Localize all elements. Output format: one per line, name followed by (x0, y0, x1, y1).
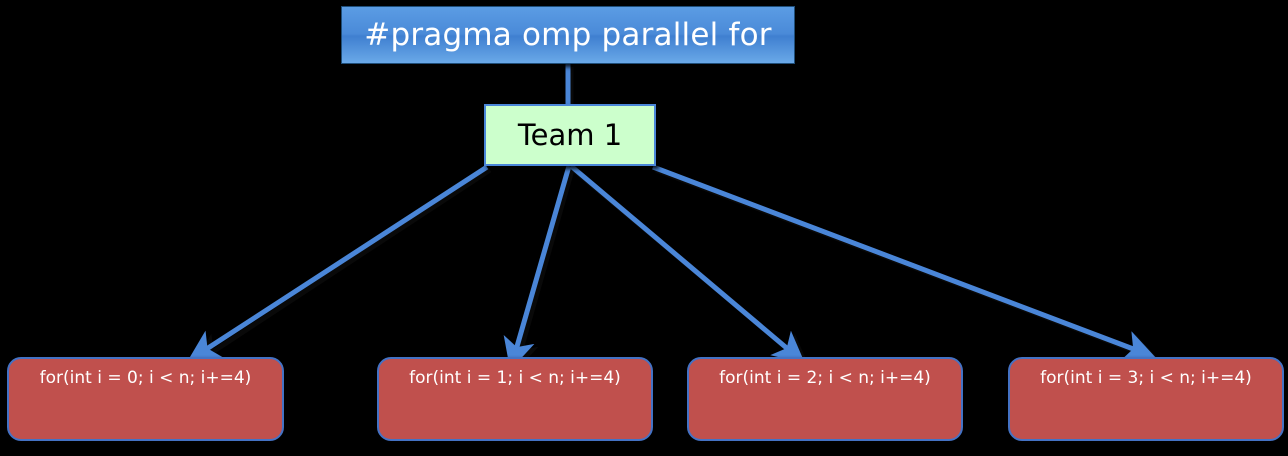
team-label: Team 1 (517, 117, 623, 152)
connector-team-to-loop-0 (187, 164, 489, 362)
loop-box-0: for(int i = 0; i < n; i+=4) (7, 357, 284, 441)
loop-box-label-1: for(int i = 1; i < n; i+=4) (409, 368, 621, 388)
pragma-directive-label: #pragma omp parallel for (364, 16, 772, 53)
loop-box-2: for(int i = 2; i < n; i+=4) (687, 357, 963, 441)
loop-box-label-3: for(int i = 3; i < n; i+=4) (1040, 368, 1252, 388)
loop-box-label-0: for(int i = 0; i < n; i+=4) (39, 368, 252, 388)
loop-box-1: for(int i = 1; i < n; i+=4) (377, 357, 653, 441)
connector-team-to-loop-3 (652, 164, 1156, 362)
pragma-directive-box: #pragma omp parallel for (341, 6, 795, 64)
connector-team-to-loop-2 (569, 164, 806, 364)
loop-box-label-2: for(int i = 2; i < n; i+=4) (719, 368, 931, 388)
team-box: Team 1 (484, 104, 656, 166)
connector-team-to-loop-1 (503, 165, 572, 371)
loop-box-3: for(int i = 3; i < n; i+=4) (1008, 357, 1284, 441)
